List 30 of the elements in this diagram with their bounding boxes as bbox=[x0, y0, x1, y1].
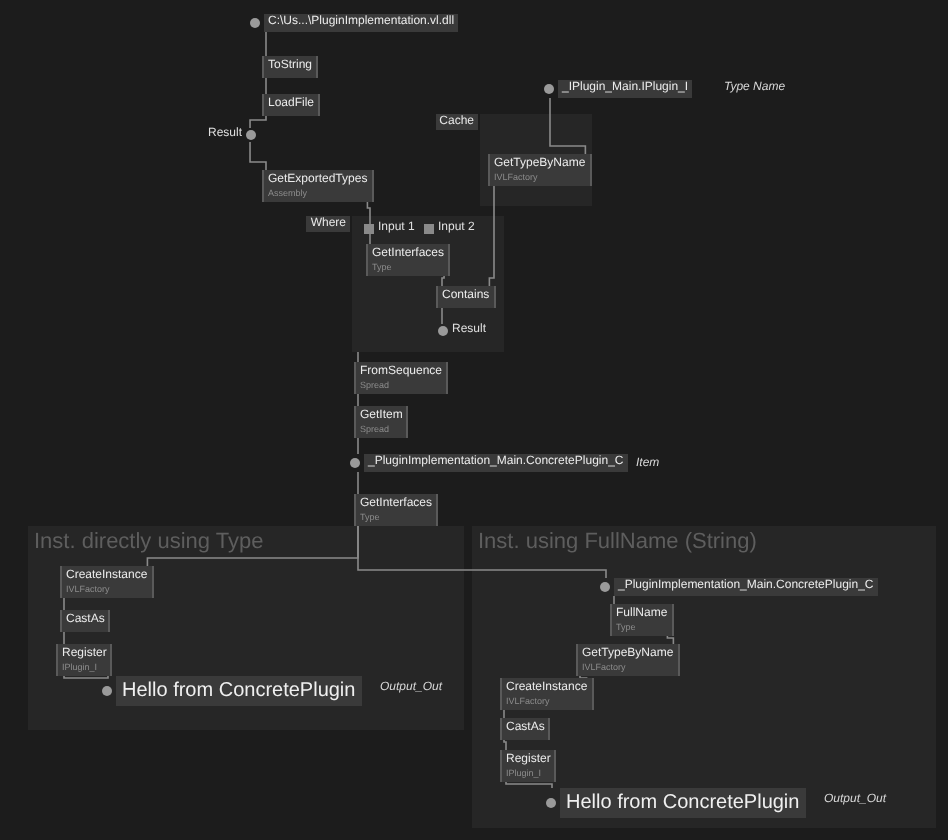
connector-line bbox=[63, 675, 109, 679]
connector-line bbox=[441, 275, 445, 287]
connector-line bbox=[369, 215, 371, 245]
output-value-box: Hello from ConcretePlugin bbox=[116, 676, 362, 706]
connector-line bbox=[249, 115, 267, 129]
connector-line bbox=[357, 471, 359, 495]
connector-line bbox=[249, 141, 267, 171]
connector-line bbox=[613, 595, 615, 605]
connector-line bbox=[441, 307, 443, 325]
region-title: Inst. directly using Type bbox=[34, 532, 264, 554]
connector-line bbox=[265, 77, 267, 95]
connector-line bbox=[357, 525, 607, 579]
connector-line bbox=[488, 185, 495, 287]
connector-line bbox=[579, 675, 589, 679]
connector-line bbox=[357, 351, 359, 363]
connector-line bbox=[265, 31, 267, 57]
connector-line bbox=[505, 781, 553, 789]
connector-line bbox=[549, 97, 587, 155]
region-title: Inst. using FullName (String) bbox=[478, 532, 757, 554]
connector-line bbox=[63, 631, 65, 645]
connector-line bbox=[503, 709, 505, 719]
connector-line bbox=[357, 437, 359, 455]
region-frame bbox=[28, 526, 464, 730]
region-frame bbox=[472, 526, 936, 828]
connector-line bbox=[503, 739, 507, 751]
output-value-box: Hello from ConcretePlugin bbox=[560, 788, 806, 818]
connector-line bbox=[366, 201, 371, 217]
connector-line bbox=[666, 635, 675, 645]
connector-line bbox=[63, 597, 65, 611]
connector-line bbox=[357, 393, 359, 407]
